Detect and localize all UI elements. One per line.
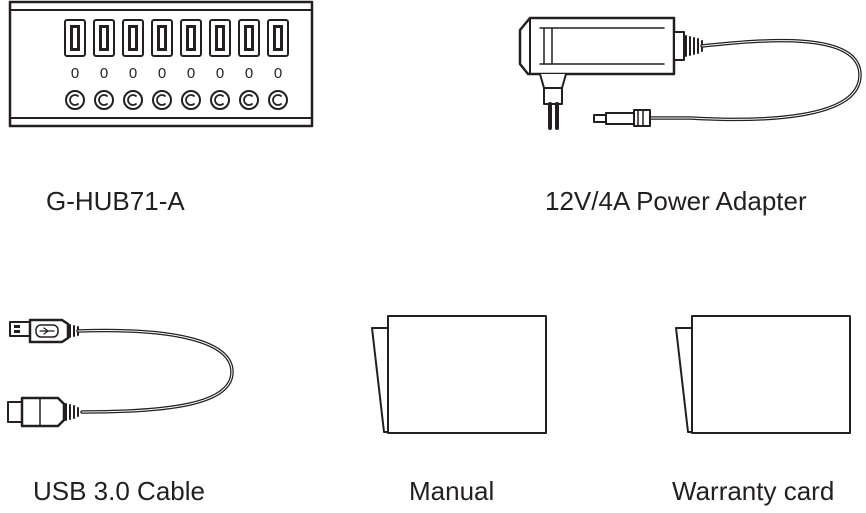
warranty-back-page: [675, 327, 693, 433]
port-switch-mark: [272, 94, 282, 106]
port-indicator-label: 0: [216, 65, 224, 82]
usb-port-slot: [276, 28, 280, 48]
adapter-body: [518, 16, 676, 76]
hub-switches: [65, 90, 288, 110]
manual-back-page: [371, 327, 389, 433]
hub-label: G-HUB71-A: [46, 186, 185, 216]
adapter-strain-relief: [673, 31, 685, 61]
hub-ports: [64, 19, 289, 57]
usb-port-slot: [218, 28, 222, 48]
port-switch-icon: [152, 90, 172, 110]
port-switch-mark: [127, 94, 137, 106]
port-switch-mark: [214, 94, 224, 106]
port-indicator-label: 0: [100, 65, 108, 82]
port-indicator-label: 0: [274, 65, 282, 82]
adapter-plug-neck: [543, 87, 563, 105]
usb-port-slot: [102, 28, 106, 48]
usb-port-slot: [247, 28, 251, 48]
usb-hub-illustration: 0 0 0 0 0 0 0 0: [8, 0, 314, 128]
port-switch-mark: [185, 94, 195, 106]
usb-port-slot: [189, 28, 193, 48]
port-switch-icon: [123, 90, 143, 110]
port-indicator-label: 0: [187, 65, 195, 82]
usb-cable-line-inner: [77, 330, 233, 413]
usb-b-metal: [7, 401, 23, 423]
warranty-card-illustration: [675, 315, 851, 434]
port-indicator-label: 0: [158, 65, 166, 82]
manual-illustration: [371, 315, 547, 434]
usb-b-housing: [20, 396, 66, 428]
hub-indicators: 0 0 0 0 0 0 0 0: [71, 65, 282, 82]
power-adapter-illustration: [518, 16, 862, 130]
port-switch-icon: [94, 90, 114, 110]
warranty-label: Warranty card: [672, 476, 835, 506]
port-switch-mark: [156, 94, 166, 106]
warranty-front-page: [691, 315, 851, 434]
adapter-label: 12V/4A Power Adapter: [545, 186, 807, 216]
dc-plug-grip: [633, 109, 651, 127]
usb-cable-line: [76, 328, 234, 414]
port-indicator-label: 0: [129, 65, 137, 82]
port-switch-mark: [98, 94, 108, 106]
manual-label: Manual: [409, 476, 495, 506]
manual-front-page: [387, 315, 547, 434]
port-indicator-label: 0: [71, 65, 79, 82]
port-switch-icon: [181, 90, 201, 110]
port-switch-mark: [69, 94, 79, 106]
usb-port-slot: [160, 28, 164, 48]
port-switch-icon: [65, 90, 85, 110]
usb-port-slot: [131, 28, 135, 48]
usb-cable-illustration: [7, 318, 234, 428]
port-switch-mark: [243, 94, 253, 106]
usb-a-contact: [14, 330, 20, 333]
port-indicator-label: 0: [245, 65, 253, 82]
port-switch-icon: [210, 90, 230, 110]
dc-plug-tip: [593, 114, 607, 123]
cable-label: USB 3.0 Cable: [33, 476, 205, 506]
dc-plug-barrel: [605, 112, 635, 125]
port-switch-icon: [239, 90, 259, 110]
usb-a-contact: [14, 325, 20, 328]
adapter-cable-inner: [649, 40, 861, 120]
usb-logo-icon: [39, 327, 55, 335]
adapter-plug-base: [539, 73, 567, 89]
usb-port-slot: [73, 28, 77, 48]
usb-a-metal: [9, 321, 31, 337]
port-switch-icon: [268, 90, 288, 110]
